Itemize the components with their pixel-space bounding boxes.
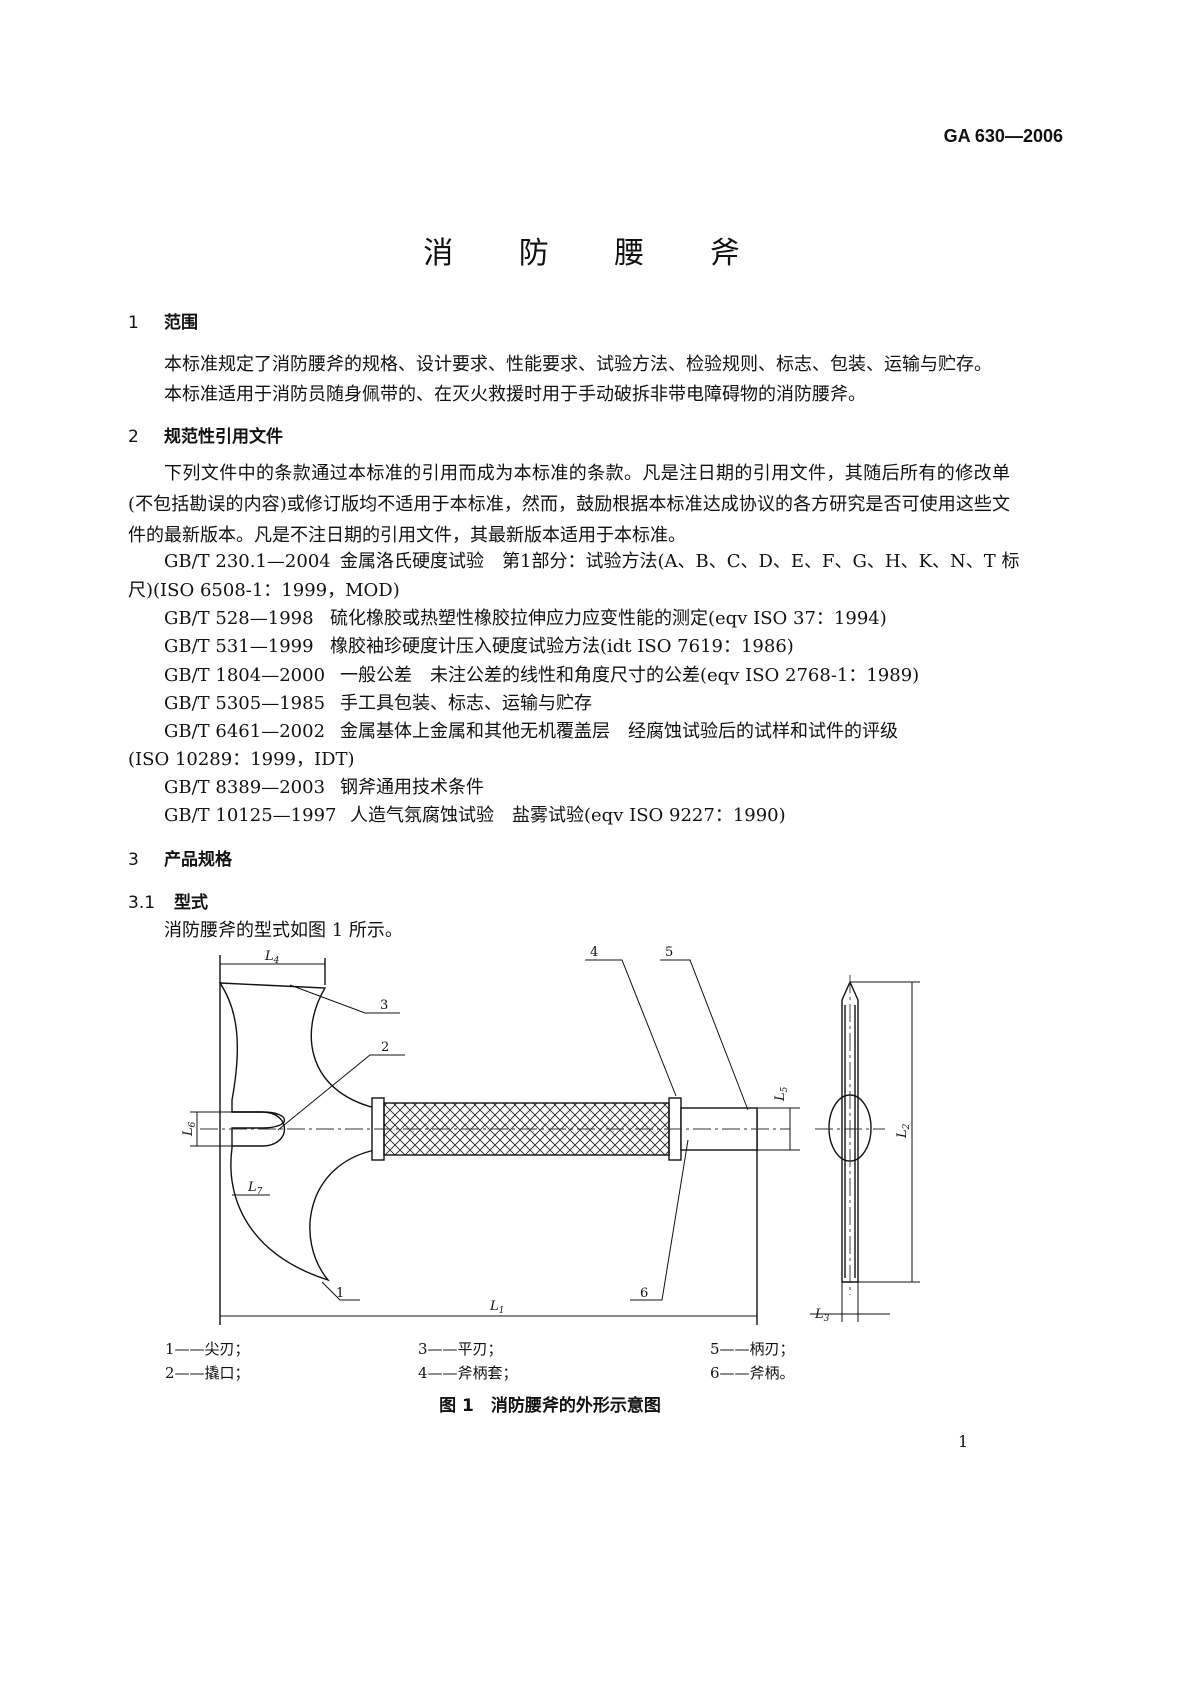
figure-reference-text: 消防腰斧的型式如图 1 所示。 <box>164 920 403 941</box>
side-view-edge-lines <box>844 1005 856 1278</box>
section-title: 范围 <box>164 313 198 333</box>
reference-item: GB/T 531—1999 橡胶袖珍硬度计压入硬度试验方法(idt ISO 761… <box>164 632 794 658</box>
section-3-heading: 3 产品规格 <box>128 845 232 870</box>
axe-head <box>218 982 376 1282</box>
reference-item: GB/T 528—1998 硫化橡胶或热塑性橡胶拉伸应力应变性能的测定(eqv I… <box>164 604 887 630</box>
callout-4: 4 <box>590 945 598 960</box>
leader-6 <box>630 1139 689 1301</box>
legend-item: 6——斧柄。 <box>710 1364 795 1382</box>
document-title: 消 防 腰 斧 <box>423 236 768 271</box>
paragraph: 本标准规定了消防腰斧的规格、设计要求、性能要求、试验方法、检验规则、标志、包装、… <box>164 354 992 375</box>
section-title: 规范性引用文件 <box>164 427 283 447</box>
figure-caption: 图 1 消防腰斧的外形示意图 <box>439 1396 661 1416</box>
callout-6: 6 <box>640 1286 648 1301</box>
reference-title: 金属基体上金属和其他无机覆盖层 经腐蚀试验后的试样和试件的评级 <box>340 721 898 742</box>
standard-code: GA 630—2006 <box>943 126 1063 146</box>
callout-2: 2 <box>381 1040 389 1055</box>
callout-1: 1 <box>336 1286 344 1301</box>
reference-code: GB/T 8389—2003 <box>164 777 326 798</box>
subsection-number: 3.1 <box>128 893 156 913</box>
dim-label-l4: L4 <box>264 949 280 966</box>
reference-title: 一般公差 未注公差的线性和角度尺寸的公差(eqv ISO 2768-1：1989… <box>340 665 920 686</box>
reference-item: GB/T 5305—1985 手工具包装、标志、运输与贮存 <box>164 689 592 715</box>
callout-3: 3 <box>380 998 388 1013</box>
reference-code: GB/T 528—1998 <box>164 608 314 629</box>
reference-code: GB/T 1804—2000 <box>164 665 326 686</box>
reference-item: GB/T 8389—2003 钢斧通用技术条件 <box>164 773 484 799</box>
dim-label-l6: L6 <box>181 1121 198 1137</box>
subsection-title: 型式 <box>174 893 208 913</box>
reference-code: GB/T 10125—1997 <box>164 805 337 826</box>
reference-code: GB/T 230.1—2004 <box>164 551 331 572</box>
reference-code: GB/T 531—1999 <box>164 636 314 657</box>
leader-1 <box>321 1281 360 1301</box>
section-1-heading: 1 范围 <box>128 308 198 333</box>
reference-continuation: (ISO 10289：1999，IDT) <box>128 749 355 770</box>
legend-item: 4——斧柄套； <box>418 1364 518 1382</box>
reference-code: GB/T 5305—1985 <box>164 693 326 714</box>
callout-5: 5 <box>665 945 673 960</box>
dim-label-l1: L1 <box>489 1299 504 1316</box>
dim-label-l5: L5 <box>773 1086 790 1102</box>
paragraph: 本标准适用于消防员随身佩带的、在灭火救援时用于手动破拆非带电障碍物的消防腰斧。 <box>164 384 866 405</box>
reference-title: 手工具包装、标志、运输与贮存 <box>340 693 592 714</box>
page-number: 1 <box>958 1432 969 1451</box>
section-number: 1 <box>128 313 139 333</box>
reference-item: GB/T 6461—2002 金属基体上金属和其他无机覆盖层 经腐蚀试验后的试样和… <box>164 717 898 743</box>
dim-label-l2: L2 <box>895 1123 912 1139</box>
subsection-3-1-heading: 3.1 型式 <box>128 888 208 913</box>
legend-item: 2——撬口； <box>165 1364 250 1382</box>
leader-2 <box>277 1054 405 1131</box>
reference-item: GB/T 230.1—2004 金属洛氏硬度试验 第1部分：试验方法(A、B、C、… <box>164 547 1020 573</box>
section-number: 3 <box>128 850 139 870</box>
reference-code: GB/T 6461—2002 <box>164 721 326 742</box>
pry-slot <box>232 1111 286 1147</box>
dim-label-l3: L3 <box>814 1307 830 1324</box>
reference-title: 钢斧通用技术条件 <box>340 777 484 798</box>
legend-item: 1——尖刃； <box>165 1340 250 1358</box>
reference-item: GB/T 1804—2000 一般公差 未注公差的线性和角度尺寸的公差(eqv I… <box>164 661 919 687</box>
section-2-heading: 2 规范性引用文件 <box>128 422 283 447</box>
legend-item: 3——平刃； <box>418 1340 503 1358</box>
leader-3 <box>289 984 400 1014</box>
legend-item: 5——柄刃； <box>710 1340 795 1358</box>
dim-label-l7: L7 <box>247 1180 263 1197</box>
reference-item: GB/T 10125—1997 人造气氛腐蚀试验 盐雾试验(eqv ISO 922… <box>164 801 786 827</box>
reference-title: 硫化橡胶或热塑性橡胶拉伸应力应变性能的测定(eqv ISO 37：1994) <box>330 608 887 629</box>
leader-4 <box>585 959 677 1097</box>
intro-paragraph: 下列文件中的条款通过本标准的引用而成为本标准的条款。凡是注日期的引用文件，其随后… <box>128 463 1010 546</box>
reference-title: 金属洛氏硬度试验 第1部分：试验方法(A、B、C、D、E、F、G、H、K、N、T… <box>340 551 1020 572</box>
section-title: 产品规格 <box>164 850 232 870</box>
leader-5 <box>660 959 749 1111</box>
section-number: 2 <box>128 427 139 447</box>
reference-title: 人造气氛腐蚀试验 盐雾试验(eqv ISO 9227：1990) <box>350 805 786 826</box>
reference-title: 橡胶袖珍硬度计压入硬度试验方法(idt ISO 7619：1986) <box>330 636 794 657</box>
reference-continuation: 尺)(ISO 6508-1：1999，MOD) <box>128 580 400 601</box>
